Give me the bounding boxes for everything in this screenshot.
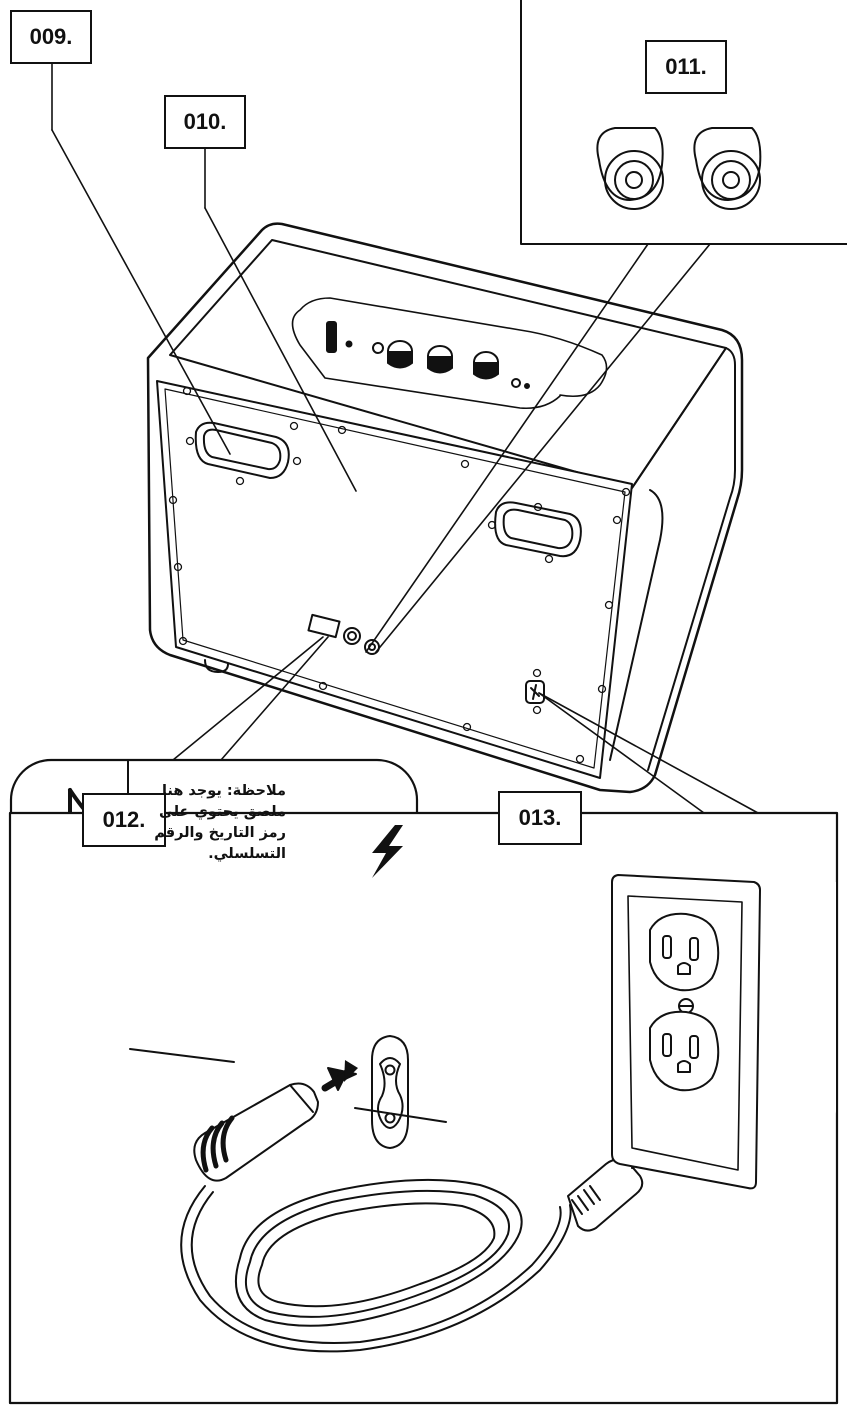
callout-010-label: 010. [183,109,227,134]
speaker-terminal-left [596,127,664,210]
speaker-terminal-right [693,127,762,210]
callout-011: 011. [645,40,727,94]
wall-outlet [611,874,836,1190]
speaker-body [146,222,744,794]
screws [168,386,631,764]
rear-handle-right [494,501,582,558]
appliance-inlet [371,1035,409,1149]
control-knob [473,351,499,380]
power-connection-box [8,811,839,1405]
callout-009: 009. [10,10,92,64]
callout-010: 010. [164,95,246,149]
callout-012: 012. [82,793,166,847]
control-knob [427,345,453,374]
note-text: ملاحظة: يوجد هنا ملصق يحتوي على رمز التا… [154,783,286,863]
callout-009-label: 009. [29,24,73,49]
callout-012-label: 012. [102,807,146,832]
rear-handle-left [194,421,290,479]
callout-013: 013. [498,791,582,845]
control-knob [387,340,413,369]
power-cord [180,1178,572,1353]
callout-011-label: 011. [665,54,707,79]
inset-011-box [520,0,847,245]
iec-plug [193,1082,319,1182]
callout-013-label: 013. [518,805,562,830]
lightning-icon [372,825,403,878]
